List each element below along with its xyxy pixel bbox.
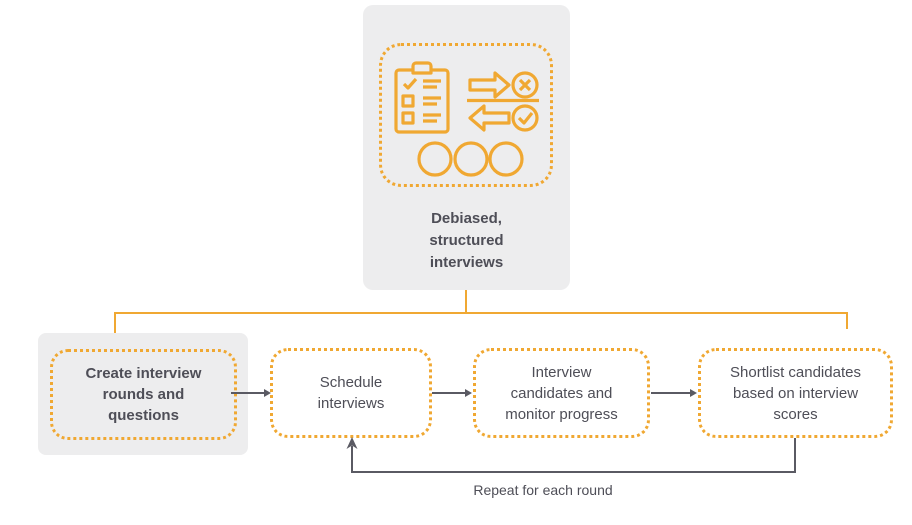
three-candidates-icon (417, 141, 524, 177)
flow-arrow-3-head (690, 389, 697, 397)
connector-vertical-top (465, 290, 467, 313)
top-node-label: Debiased, structured interviews (429, 210, 504, 271)
step-label: Create interview rounds and questions (85, 365, 202, 424)
flow-arrow-2-head (465, 389, 472, 397)
flow-arrow-1-line (231, 392, 264, 394)
step-label: Interview candidates and monitor progres… (505, 363, 618, 423)
pass-fail-arrows-icon (467, 71, 539, 132)
step-create-interview-rounds-border: Create interview rounds and questions (50, 349, 237, 440)
flow-arrow-3-line (651, 392, 690, 394)
step-create-interview-rounds: Create interview rounds and questions (38, 333, 248, 455)
connector-horizontal (114, 312, 848, 314)
flow-arrow-2-line (432, 392, 465, 394)
clipboard-checklist-icon (394, 61, 450, 134)
step-label: Schedule interviews (317, 374, 385, 412)
flow-arrow-1-head (264, 389, 271, 397)
step-shortlist-candidates: Shortlist candidates based on interview … (698, 348, 893, 438)
step-label: Shortlist candidates based on interview … (730, 363, 861, 423)
structured-interview-icon-graphic (394, 61, 539, 177)
connector-drop-right (846, 312, 848, 329)
repeat-loop-label: Repeat for each round (473, 482, 613, 498)
connector-drop-left (114, 312, 116, 334)
top-node-debiased-structured-interviews: Debiased, structured interviews (363, 5, 570, 290)
repeat-loop-arrow (346, 437, 796, 473)
step-schedule-interviews: Schedule interviews (270, 348, 432, 438)
step-interview-candidates: Interview candidates and monitor progres… (473, 348, 650, 438)
structured-interview-icon (379, 43, 553, 187)
